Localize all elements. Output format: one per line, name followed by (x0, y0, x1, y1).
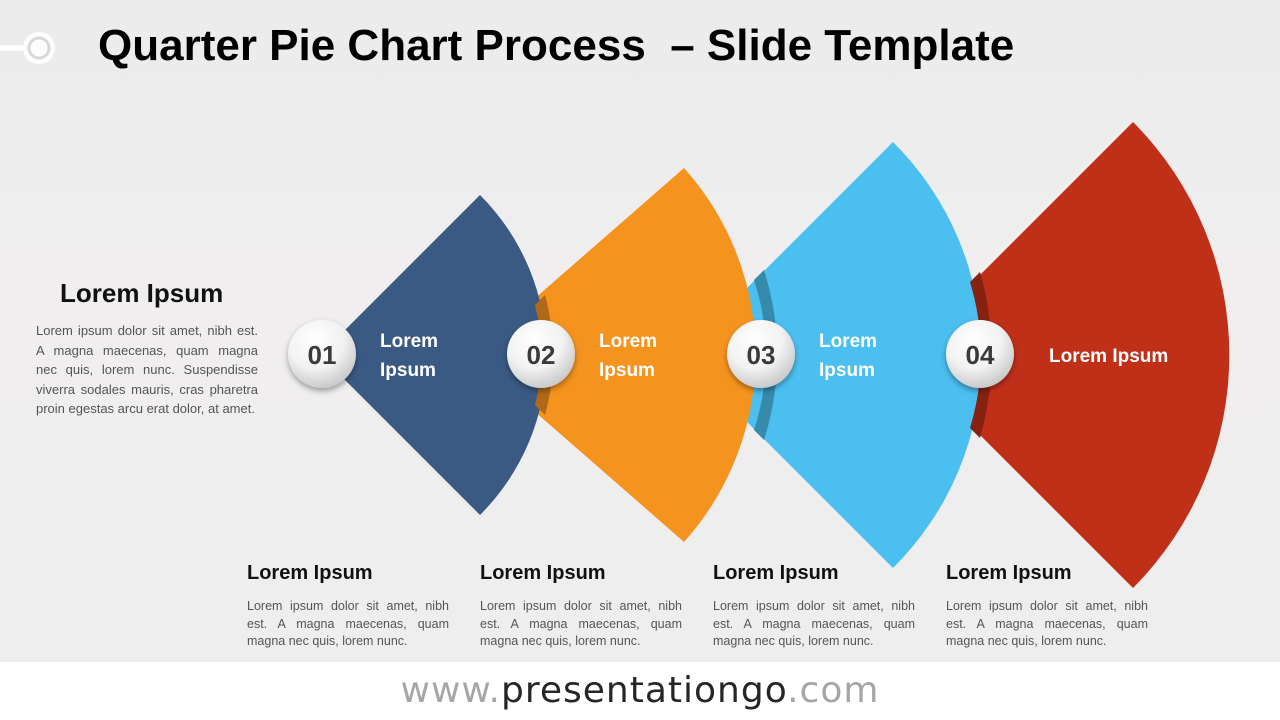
page-title: Quarter Pie Chart Process – Slide Templa… (98, 21, 1015, 70)
step-3-text: Lorem ipsum dolor sit amet, nibh est. A … (713, 599, 915, 648)
step-4-quarter-segment (900, 122, 1230, 588)
step-4-label: Lorem Ipsum (1049, 346, 1168, 367)
step-3-number: 03 (747, 340, 776, 370)
step-2-quarter-segment (470, 168, 756, 542)
step-1-heading: Lorem Ipsum (247, 562, 373, 584)
step-2-3-overlap (754, 270, 778, 440)
step-2-heading: Lorem Ipsum (480, 562, 606, 584)
footer: www.presentationgo.com (0, 662, 1280, 720)
step-1-label-line-1: Lorem (380, 331, 438, 352)
footer-url-brand: presentationgo (501, 670, 788, 711)
step-2-number: 02 (527, 340, 556, 370)
step-2-label-line-1: Lorem (599, 331, 657, 352)
step-1-quarter-segment (320, 195, 547, 515)
step-1-number: 01 (308, 340, 337, 370)
step-2-text: Lorem ipsum dolor sit amet, nibh est. A … (480, 599, 682, 648)
step-1-label-line-2: Ipsum (380, 360, 436, 381)
step-3-label-line-1: Lorem (819, 331, 877, 352)
footer-url-prefix: www. (400, 670, 501, 711)
intro-text: Lorem ipsum dolor sit amet, nibh est. A … (36, 323, 258, 416)
step-3-label-line-2: Ipsum (819, 360, 875, 381)
step-2-label-line-2: Ipsum (599, 360, 655, 381)
step-2-badge: 02 (507, 320, 575, 388)
footer-url-suffix: .com (787, 670, 880, 711)
step-3-4-overlap (970, 272, 992, 438)
step-1-badge: 01 (288, 320, 356, 388)
footer-url[interactable]: www.presentationgo.com (0, 670, 1280, 711)
intro-heading: Lorem Ipsum (60, 278, 224, 308)
step-4-badge: 04 (946, 320, 1014, 388)
step-4-text: Lorem ipsum dolor sit amet, nibh est. A … (946, 599, 1148, 648)
quarter-pie-process-diagram: Lorem Ipsum Lorem Ipsum Lorem Ipsum Lore… (288, 122, 1230, 588)
pin-decoration-icon (0, 32, 55, 64)
step-1-text: Lorem ipsum dolor sit amet, nibh est. A … (247, 599, 449, 648)
step-3-quarter-segment (680, 142, 982, 568)
step-4-number: 04 (966, 340, 995, 370)
step-3-badge: 03 (727, 320, 795, 388)
step-4-heading: Lorem Ipsum (946, 562, 1072, 584)
step-3-heading: Lorem Ipsum (713, 562, 839, 584)
